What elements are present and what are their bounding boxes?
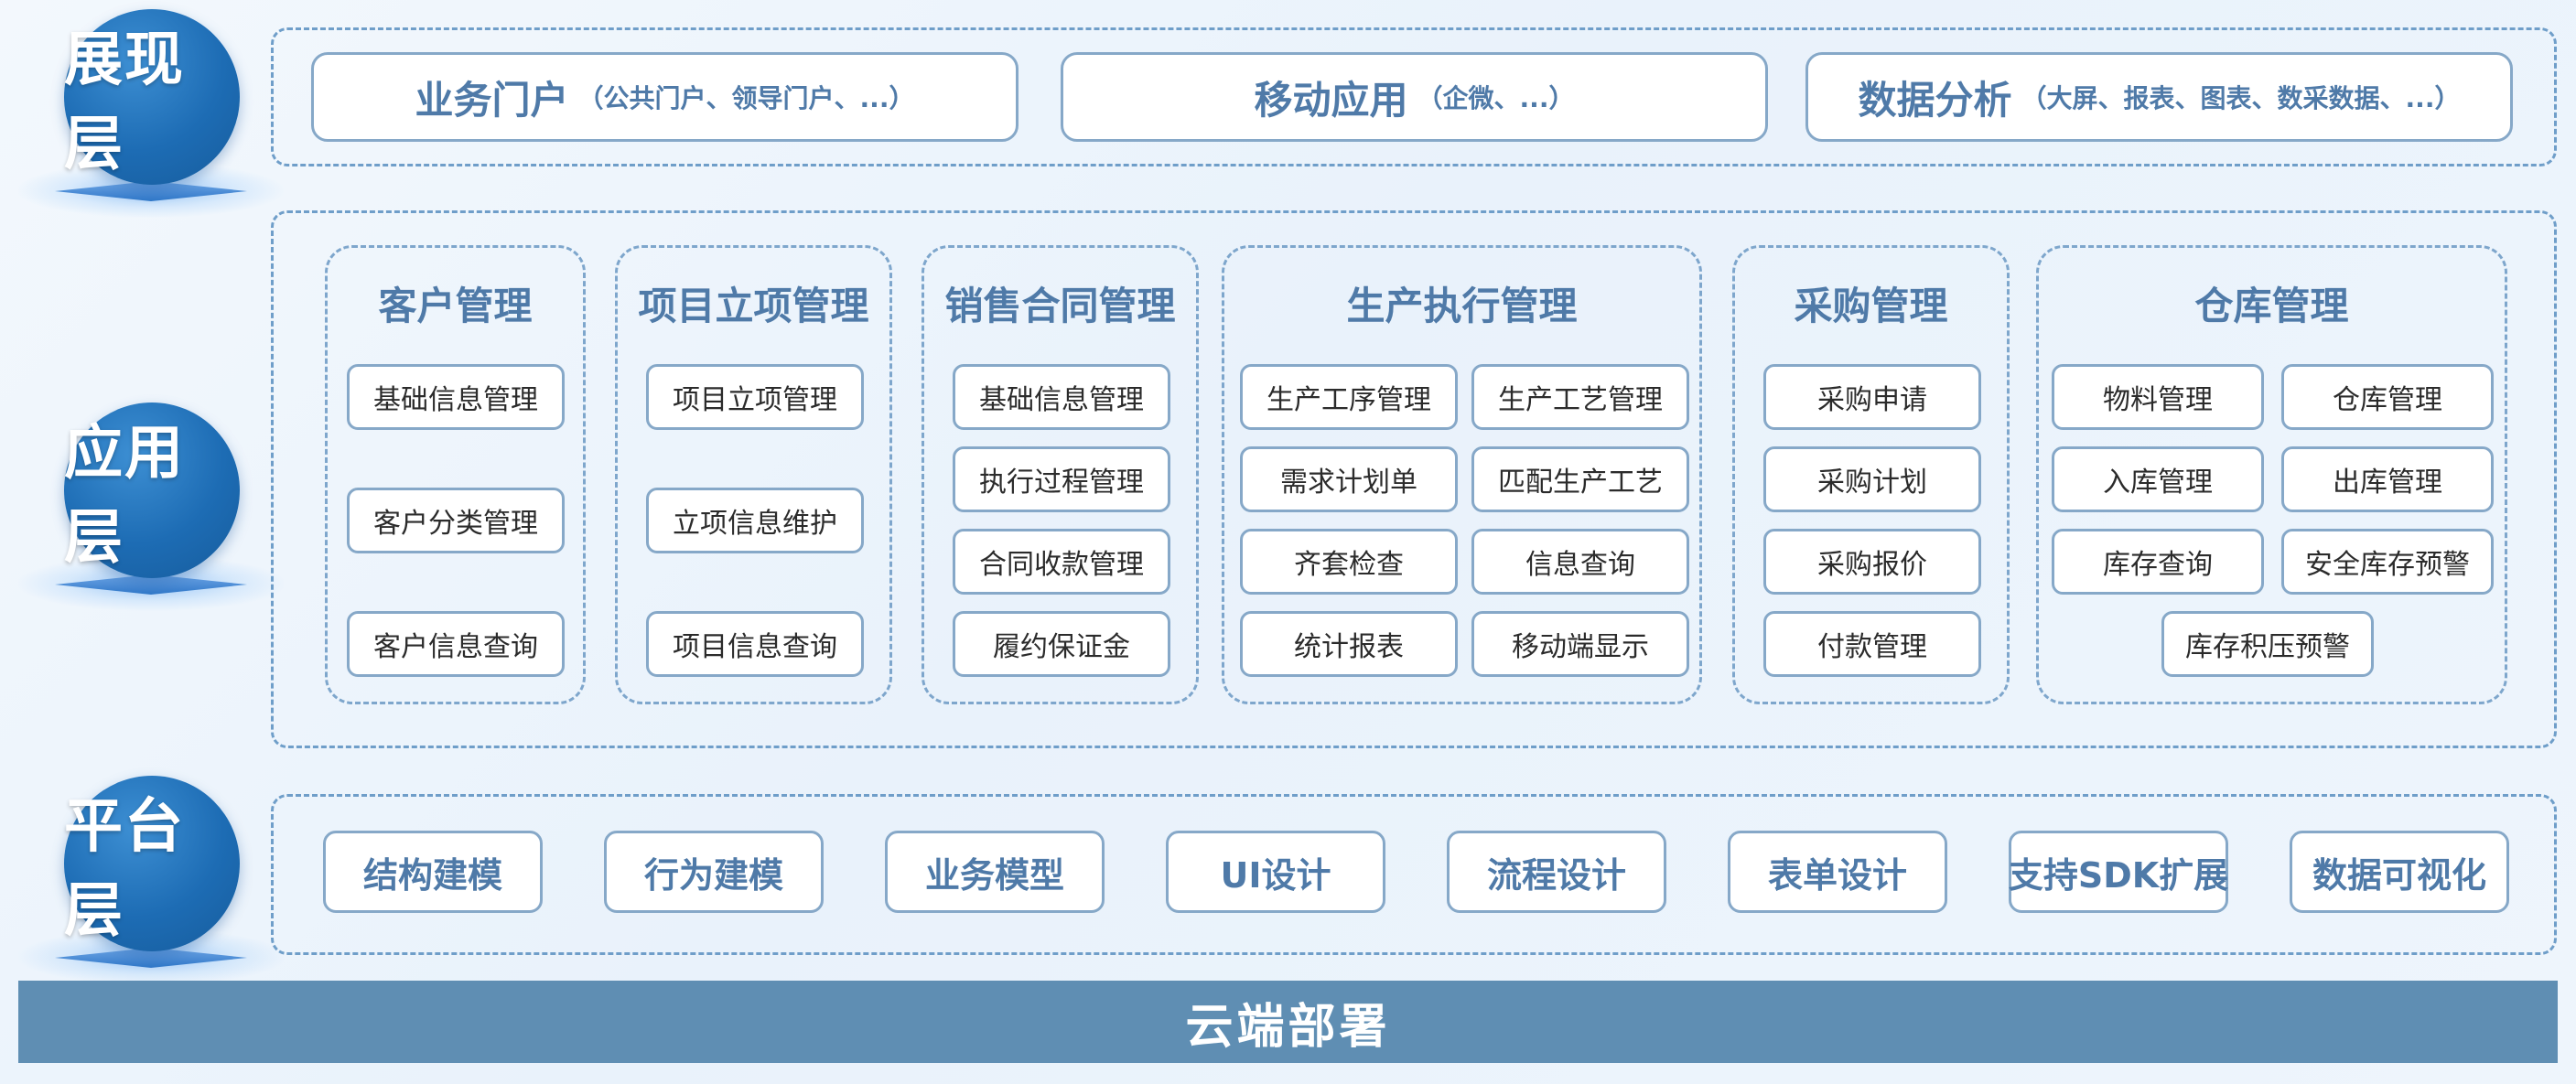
module-title: 销售合同管理 <box>944 284 1176 328</box>
module-item[interactable]: 出库管理 <box>2281 446 2494 512</box>
module-item[interactable]: 统计报表 <box>1240 611 1458 677</box>
module-item[interactable]: 基础信息管理 <box>953 364 1170 430</box>
platform-item-form-design[interactable]: 表单设计 <box>1728 831 1947 913</box>
module-item[interactable]: 库存积压预警 <box>2161 611 2374 677</box>
module-title: 采购管理 <box>1794 284 1948 328</box>
module-item[interactable]: 物料管理 <box>2052 364 2264 430</box>
mobile-app-box[interactable]: 移动应用 （企微、...） <box>1061 52 1768 142</box>
module-title: 项目立项管理 <box>638 284 869 328</box>
module-title: 客户管理 <box>378 284 533 328</box>
platform-layer-label: 平台层 <box>64 793 185 945</box>
module-item[interactable]: 执行过程管理 <box>953 446 1170 512</box>
pres-main-label: 数据分析 <box>1858 77 2012 123</box>
pres-main-label: 移动应用 <box>1254 77 1408 123</box>
module-production-execution: 生产执行管理 生产工序管理 生产工艺管理 需求计划单 匹配生产工艺 齐套检查 信… <box>1222 245 1702 704</box>
data-analysis-box[interactable]: 数据分析 （大屏、报表、图表、数采数据、...） <box>1805 52 2513 142</box>
platform-item-data-visualization[interactable]: 数据可视化 <box>2290 831 2509 913</box>
platform-item-structure-modeling[interactable]: 结构建模 <box>323 831 543 913</box>
pres-main-label: 业务门户 <box>415 77 569 123</box>
badge-circle: 展现层 <box>64 9 240 185</box>
module-procurement: 采购管理 采购申请 采购计划 采购报价 付款管理 <box>1732 245 2010 704</box>
presentation-layer-badge: 展现层 <box>18 9 284 220</box>
platform-item-sdk-extension[interactable]: 支持SDK扩展 <box>2009 831 2228 913</box>
platform-layer-badge: 平台层 <box>18 776 284 986</box>
module-item[interactable]: 生产工艺管理 <box>1471 364 1689 430</box>
badge-circle: 平台层 <box>64 776 240 951</box>
platform-layer-frame <box>271 794 2557 955</box>
module-item[interactable]: 匹配生产工艺 <box>1471 446 1689 512</box>
badge-base <box>55 948 247 968</box>
module-item[interactable]: 库存查询 <box>2052 529 2264 595</box>
module-title: 仓库管理 <box>2194 284 2349 328</box>
cloud-deployment-label: 云端部署 <box>1185 999 1391 1055</box>
module-title: 生产执行管理 <box>1346 284 1578 328</box>
presentation-layer-frame <box>271 27 2557 166</box>
module-item[interactable]: 客户分类管理 <box>347 488 565 553</box>
module-item[interactable]: 信息查询 <box>1471 529 1689 595</box>
platform-item-behavior-modeling[interactable]: 行为建模 <box>604 831 824 913</box>
module-item[interactable]: 采购报价 <box>1763 529 1981 595</box>
module-item[interactable]: 需求计划单 <box>1240 446 1458 512</box>
application-layer-badge: 应用层 <box>18 402 284 613</box>
badge-base <box>55 574 247 595</box>
module-item[interactable]: 基础信息管理 <box>347 364 565 430</box>
module-item[interactable]: 客户信息查询 <box>347 611 565 677</box>
module-sales-contract: 销售合同管理 基础信息管理 执行过程管理 合同收款管理 履约保证金 <box>922 245 1199 704</box>
module-item[interactable]: 安全库存预警 <box>2281 529 2494 595</box>
module-item[interactable]: 采购计划 <box>1763 446 1981 512</box>
pres-sub-label: （公共门户、领导门户、...） <box>577 83 915 113</box>
platform-item-ui-design[interactable]: UI设计 <box>1166 831 1385 913</box>
module-item[interactable]: 齐套检查 <box>1240 529 1458 595</box>
module-item[interactable]: 生产工序管理 <box>1240 364 1458 430</box>
module-item[interactable]: 履约保证金 <box>953 611 1170 677</box>
platform-item-business-model[interactable]: 业务模型 <box>885 831 1105 913</box>
module-item[interactable]: 仓库管理 <box>2281 364 2494 430</box>
module-warehouse: 仓库管理 物料管理 仓库管理 入库管理 出库管理 库存查询 安全库存预警 库存积… <box>2036 245 2507 704</box>
module-item[interactable]: 合同收款管理 <box>953 529 1170 595</box>
module-item[interactable]: 采购申请 <box>1763 364 1981 430</box>
cloud-deployment-bar: 云端部署 <box>18 981 2558 1063</box>
module-item[interactable]: 项目立项管理 <box>646 364 864 430</box>
module-customer: 客户管理 基础信息管理 客户分类管理 客户信息查询 <box>325 245 586 704</box>
module-item[interactable]: 入库管理 <box>2052 446 2264 512</box>
application-layer-label: 应用层 <box>64 420 185 572</box>
badge-base <box>55 181 247 201</box>
module-item[interactable]: 项目信息查询 <box>646 611 864 677</box>
pres-sub-label: （企微、...） <box>1417 83 1575 113</box>
pres-sub-label: （大屏、报表、图表、数采数据、...） <box>2021 83 2461 113</box>
module-item[interactable]: 立项信息维护 <box>646 488 864 553</box>
module-project-approval: 项目立项管理 项目立项管理 立项信息维护 项目信息查询 <box>615 245 892 704</box>
presentation-layer-label: 展现层 <box>64 27 185 178</box>
application-layer-frame <box>271 210 2557 748</box>
platform-item-process-design[interactable]: 流程设计 <box>1447 831 1666 913</box>
module-item[interactable]: 移动端显示 <box>1471 611 1689 677</box>
badge-circle: 应用层 <box>64 402 240 578</box>
module-item[interactable]: 付款管理 <box>1763 611 1981 677</box>
business-portal-box[interactable]: 业务门户 （公共门户、领导门户、...） <box>311 52 1019 142</box>
